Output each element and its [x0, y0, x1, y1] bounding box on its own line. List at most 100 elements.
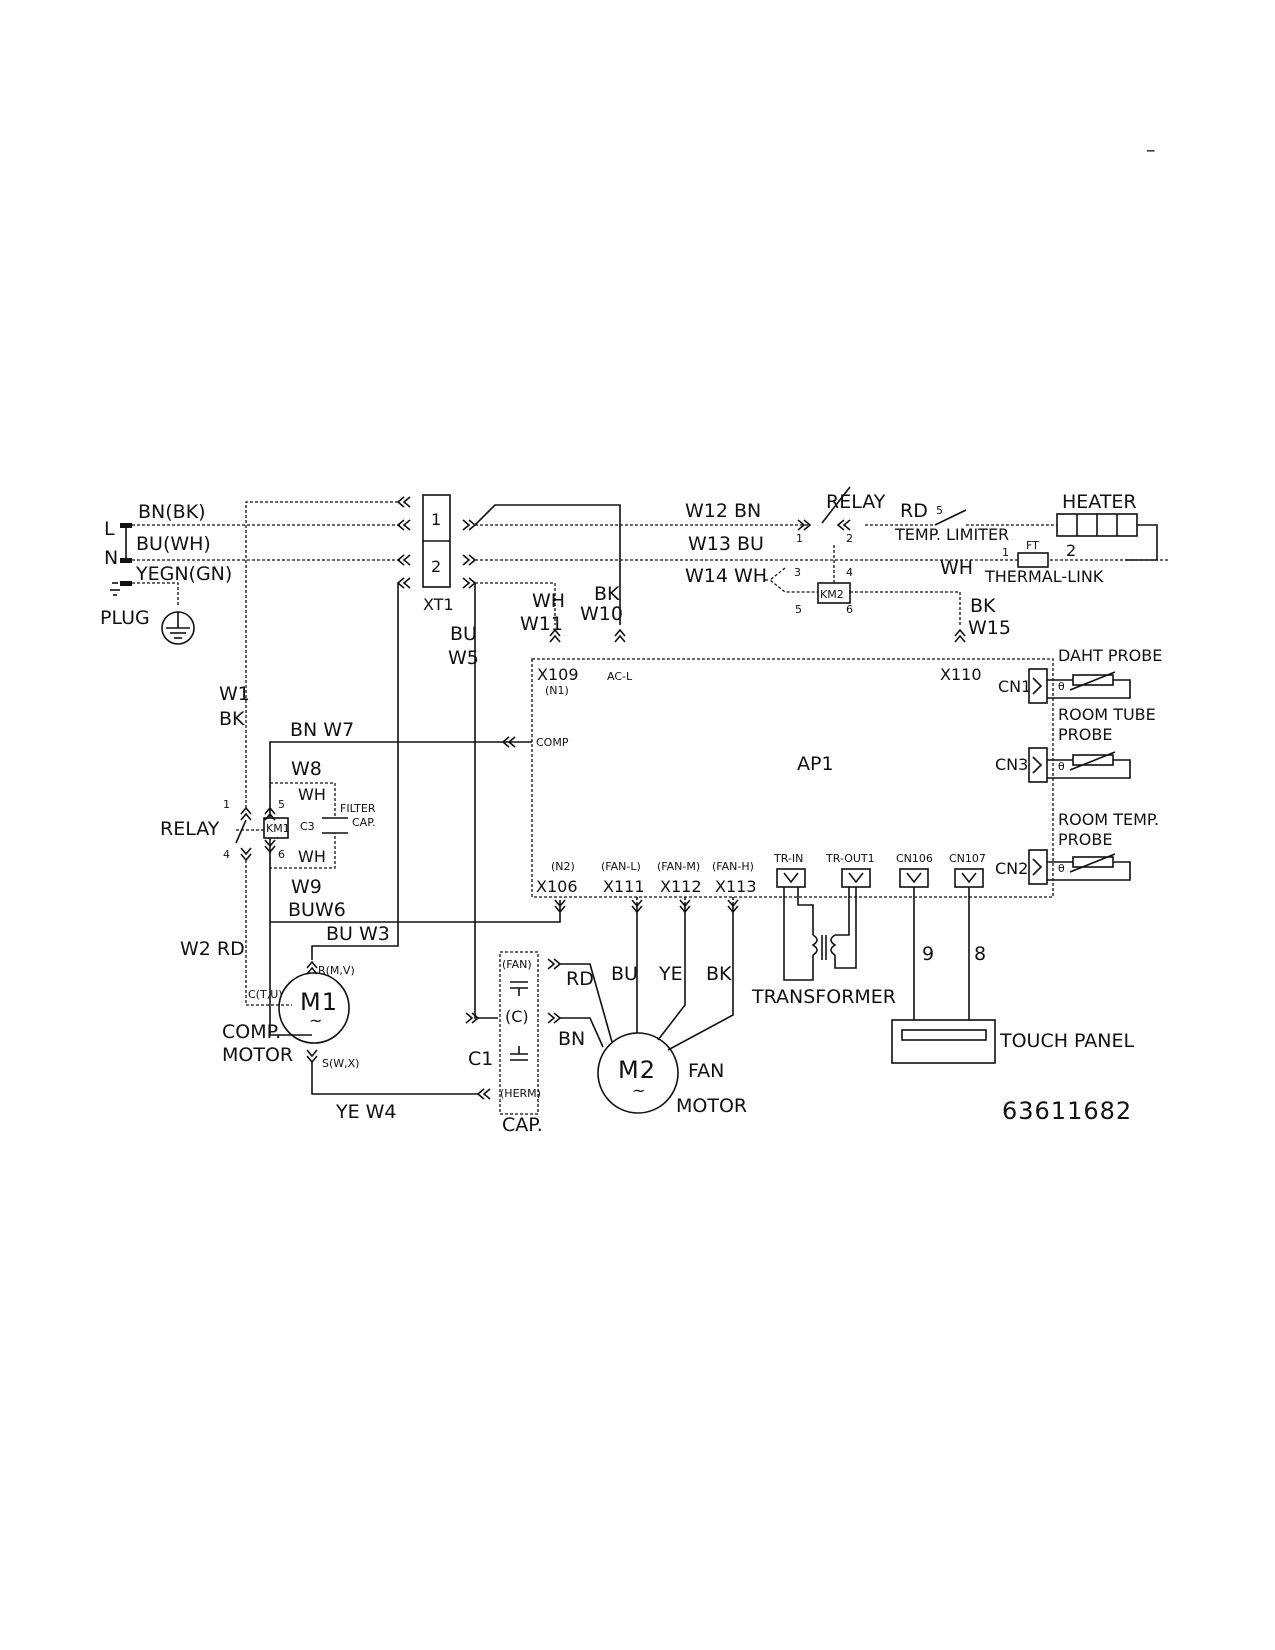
fan-bn-label: BN — [558, 1028, 585, 1050]
w9-label: W9 — [291, 876, 322, 898]
km1-pin-6: 6 — [278, 848, 285, 861]
km2-coil: KM2 — [820, 588, 844, 601]
x109-sub: (N1) — [545, 684, 569, 697]
plug-label: PLUG — [100, 607, 150, 629]
w5-label-b: W5 — [448, 647, 479, 669]
heater-relay-km2: RELAY 1 2 KM2 3 4 5 6 — [768, 486, 961, 625]
x113-label: X113 — [715, 877, 757, 896]
neutral-terminal-label: N — [104, 547, 118, 569]
x111-label: X111 — [603, 877, 645, 896]
neutral-pin — [120, 558, 132, 563]
cn2-label: CN2 — [995, 859, 1028, 878]
w14-label: W14 WH — [685, 565, 767, 587]
m2-ref: M2 — [618, 1056, 656, 1084]
ac-l-label: AC-L — [607, 670, 633, 683]
mains-plug: L N BN(BK) BU(WH) YEGN(GN) PLUG — [100, 501, 400, 645]
wire-line-label: BN(BK) — [138, 501, 206, 523]
touch-panel-label: TOUCH PANEL — [999, 1030, 1135, 1052]
w10-label-b: W10 — [580, 603, 623, 625]
x110-label: X110 — [940, 665, 982, 684]
w4-label: YE W4 — [335, 1101, 397, 1123]
thermal-link: WH 1 2 FT THERMAL-LINK — [940, 539, 1104, 586]
w11-label-b: W11 — [520, 613, 563, 635]
daht-probe: DAHT PROBE θ — [1047, 646, 1162, 699]
m1-term-c: C(T,U) — [248, 988, 283, 1001]
room-tube-label-2: PROBE — [1058, 725, 1112, 744]
room-temp-label-1: ROOM TEMP. — [1058, 810, 1159, 829]
transformer-label: TRANSFORMER — [751, 986, 896, 1008]
corner-mark: – — [1146, 139, 1156, 161]
x113-sub: (FAN-H) — [712, 860, 754, 873]
w3-label: BU W3 — [326, 923, 390, 945]
heater-wh-label: WH — [940, 557, 973, 579]
fan-bu-label: BU — [611, 963, 638, 985]
heater-label: HEATER — [1062, 491, 1137, 513]
terminal-block-xt1: 1 2 XT1 — [397, 494, 476, 614]
line-terminal-label: L — [104, 518, 115, 540]
heater-relay-label: RELAY — [826, 491, 886, 513]
w5-label-a: BU — [450, 623, 477, 645]
thermal-link-label: THERMAL-LINK — [984, 567, 1104, 586]
x112-sub: (FAN-M) — [657, 860, 700, 873]
panel-wire-9: 9 — [922, 943, 934, 965]
comp-motor-label-2: MOTOR — [222, 1044, 293, 1066]
temp-limiter-pin: 5 — [936, 504, 943, 517]
room-temp-probe: ROOM TEMP. PROBE θ — [1047, 810, 1159, 881]
x109-label: X109 — [537, 665, 579, 684]
w8-label: W8 — [291, 758, 322, 780]
xt1-pos-1: 1 — [431, 510, 441, 529]
w7-label: BN W7 — [290, 719, 354, 741]
run-cap-c1: (FAN) (C) (HERM) C1 CAP. — [468, 951, 543, 1136]
room-temp-theta: θ — [1058, 862, 1065, 875]
transformer: TRANSFORMER — [751, 887, 896, 1008]
km2-pin-6: 6 — [846, 603, 853, 616]
cn106-label: CN106 — [896, 852, 933, 865]
main-board-ap1: AP1 X109 (N1) AC-L X110 COMP (N2) X106 (… — [531, 658, 1054, 898]
cap-herm-term: (HERM) — [500, 1087, 541, 1100]
km2-pin-1: 1 — [796, 532, 803, 545]
km1-pin-4: 4 — [223, 848, 230, 861]
w15-label-b: W15 — [968, 617, 1011, 639]
km1-pin-5: 5 — [278, 798, 285, 811]
panel-wire-8: 8 — [974, 943, 986, 965]
ground-pin — [120, 581, 132, 586]
m1-term-r: R(M,V) — [318, 964, 355, 977]
m2-tilde: ~ — [632, 1081, 645, 1100]
fan-bk-label: BK — [706, 963, 732, 985]
room-tube-theta: θ — [1058, 760, 1065, 773]
cap-common-term: (C) — [505, 1007, 529, 1026]
km2-pin-3: 3 — [794, 566, 801, 579]
filter-cap-label-2: CAP. — [352, 816, 376, 829]
daht-probe-label: DAHT PROBE — [1058, 646, 1162, 665]
filter-cap-c3: C3 FILTER CAP. — [300, 802, 376, 834]
x112-label: X112 — [660, 877, 702, 896]
room-tube-probe: ROOM TUBE PROBE θ — [1047, 705, 1156, 779]
km1-coil: KM1 — [266, 822, 290, 835]
xt1-pos-2: 2 — [431, 557, 441, 576]
touch-panel: TOUCH PANEL — [891, 1019, 1135, 1064]
w11-label-a: WH — [532, 590, 565, 612]
cn107-label: CN107 — [949, 852, 986, 865]
thermal-link-pin-2: 2 — [1066, 541, 1076, 560]
w10-label-a: BK — [594, 583, 620, 605]
comp-motor-m1: M1 ~ R(M,V) C(T,U) S(W,X) COMP. MOTOR — [222, 961, 359, 1070]
cap-label: CAP. — [502, 1114, 543, 1136]
w12-label: W12 BN — [685, 500, 761, 522]
m1-ref: M1 — [300, 988, 338, 1016]
w9-color: WH — [298, 847, 326, 866]
part-number: 63611682 — [1002, 1097, 1132, 1125]
comp-motor-label-1: COMP. — [222, 1021, 281, 1043]
daht-theta: θ — [1058, 680, 1065, 693]
km2-pin-2: 2 — [846, 532, 853, 545]
w15-label-a: BK — [970, 595, 996, 617]
m1-tilde: ~ — [309, 1011, 322, 1030]
thermal-link-pin-1: 1 — [1002, 546, 1009, 559]
km2-pin-4: 4 — [846, 566, 853, 579]
comp-relay-label: RELAY — [160, 818, 220, 840]
comp-label: COMP — [536, 736, 569, 749]
wire-ground-label: YEGN(GN) — [135, 563, 232, 585]
xt1-label: XT1 — [423, 595, 454, 614]
thermal-link-ref: FT — [1026, 539, 1039, 552]
w1-label-b: BK — [219, 708, 245, 730]
